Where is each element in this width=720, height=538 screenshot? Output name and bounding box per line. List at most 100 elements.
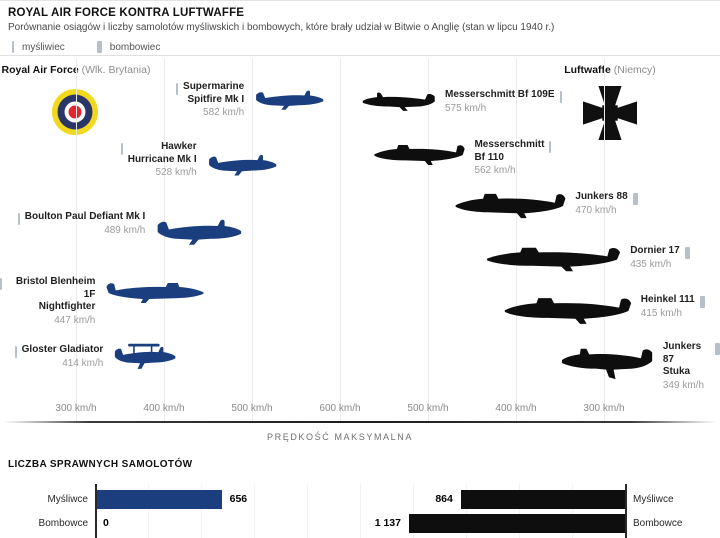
speed-axis-title: PRĘDKOŚĆ MAKSYMALNA: [267, 432, 413, 442]
raf-bar-value: 656: [229, 493, 248, 505]
fighter-tick-icon: [14, 346, 17, 358]
luftwaffe-bar-label: Myśliwce: [633, 494, 674, 505]
counts-gridline: [360, 484, 361, 538]
aircraft-name-line: Supermarine: [183, 81, 245, 92]
counts-gridline: [466, 484, 467, 538]
gridline: [516, 59, 517, 421]
legend-item-fighter: myśliwiec: [12, 41, 65, 53]
aircraft-speed: 489 km/h: [104, 224, 146, 236]
aircraft-silhouette: [113, 343, 176, 371]
aircraft-speed: 582 km/h: [203, 107, 245, 118]
aircraft-name-line: Junkers 88: [575, 191, 628, 202]
luftwaffe-name: Luftwaffe: [564, 64, 611, 76]
legend-item-bomber: bombowiec: [96, 41, 160, 53]
luftwaffe-bar-label: Bombowce: [633, 518, 683, 529]
fighter-tick-icon: [176, 83, 179, 95]
fighter-tick-icon: [17, 213, 20, 225]
aircraft-name-line: Nightfighter: [38, 301, 96, 312]
aircraft-silhouette: [362, 89, 437, 114]
aircraft-speed: 447 km/h: [54, 314, 96, 326]
aircraft-silhouette: [485, 243, 622, 276]
aircraft-speed: 470 km/h: [575, 204, 617, 216]
raf-roundel-icon: [52, 89, 98, 140]
raf-bar-label: Myśliwce: [47, 494, 88, 505]
counts-gridline: [307, 484, 308, 538]
luftwaffe-bar-value: 864: [435, 493, 453, 505]
raf-bars-axis: [95, 484, 97, 538]
bomber-tick-icon: [699, 296, 705, 308]
aircraft-speed: 349 km/h: [662, 379, 705, 391]
aircraft-label: Junkers 88 470 km/h: [575, 191, 638, 217]
aircraft-silhouette: [155, 215, 242, 249]
legend: myśliwiec bombowiec: [12, 41, 160, 53]
balkenkreuz-cross-icon: [583, 86, 637, 145]
aircraft-silhouette: [561, 343, 655, 381]
aircraft-silhouette: [503, 293, 633, 329]
aircraft-silhouette: [373, 141, 466, 169]
raf-bar: [97, 490, 222, 509]
aircraft-name-line: Spitfire Mk I: [187, 93, 245, 105]
gridline: [76, 59, 77, 421]
counts-gridline: [201, 484, 202, 538]
aircraft-name-line: Bf 110: [474, 151, 504, 163]
header-divider: [0, 55, 720, 56]
raf-region: (Wlk. Brytania): [81, 64, 151, 76]
counts-gridline: [572, 484, 573, 538]
aircraft-silhouette: [105, 279, 205, 307]
luftwaffe-section-header: Luftwaffe (Niemcy): [500, 64, 720, 76]
aircraft-name: Heinkel 111 415 km/h: [641, 294, 695, 320]
luftwaffe-bar: [408, 514, 625, 533]
aircraft-name-line: Messerschmitt: [474, 139, 545, 150]
aircraft-name-line: Hurricane Mk I: [127, 153, 197, 165]
speed-axis-tick-label: 300 km/h: [55, 403, 97, 414]
bomber-tick-icon: [96, 41, 102, 53]
fighter-tick-icon: [120, 143, 123, 155]
aircraft-name-line: Hawker: [161, 141, 197, 152]
speed-axis-tick-label: 400 km/h: [143, 403, 185, 414]
bomber-tick-icon: [715, 343, 720, 355]
aircraft-speed: 528 km/h: [155, 167, 197, 178]
luftwaffe-bars-axis: [625, 484, 627, 538]
gridline: [340, 59, 341, 421]
luftwaffe-region: (Niemcy): [613, 64, 656, 76]
aircraft-name-line: Heinkel 111: [640, 294, 695, 305]
fighter-tick-icon: [12, 41, 14, 53]
aircraft-speed: 415 km/h: [640, 307, 682, 319]
fighter-tick-icon: [0, 278, 2, 290]
gridline: [428, 59, 429, 421]
aircraft-speed: 435 km/h: [630, 258, 672, 270]
aircraft-silhouette: [254, 87, 324, 113]
bomber-tick-icon: [632, 193, 638, 205]
speed-axis-tick-label: 600 km/h: [319, 403, 361, 414]
aircraft-name-line: Bristol Blenheim 1F: [15, 276, 96, 300]
gridline: [252, 59, 253, 421]
aircraft-label: Heinkel 111 415 km/h: [641, 294, 705, 320]
counts-gridline: [413, 484, 414, 538]
aircraft-silhouette: [207, 151, 277, 179]
raf-bar-value: 0: [103, 517, 109, 529]
luftwaffe-bar-value: 1 137: [374, 517, 401, 529]
raf-section-header: Royal Air Force (Wlk. Brytania): [0, 64, 186, 76]
legend-fighter-label: myśliwiec: [22, 41, 65, 53]
page-title: ROYAL AIR FORCE KONTRA LUFTWAFFE: [8, 7, 245, 19]
gridline: [604, 59, 605, 421]
aircraft-speed: 414 km/h: [62, 357, 104, 369]
aircraft-name-line: Messerschmitt Bf 109E: [445, 89, 555, 100]
aircraft-name-line: Stuka: [662, 366, 691, 377]
counts-gridline: [519, 484, 520, 538]
aircraft-speed: 575 km/h: [445, 102, 487, 114]
speed-axis-tick-label: 400 km/h: [495, 403, 537, 414]
